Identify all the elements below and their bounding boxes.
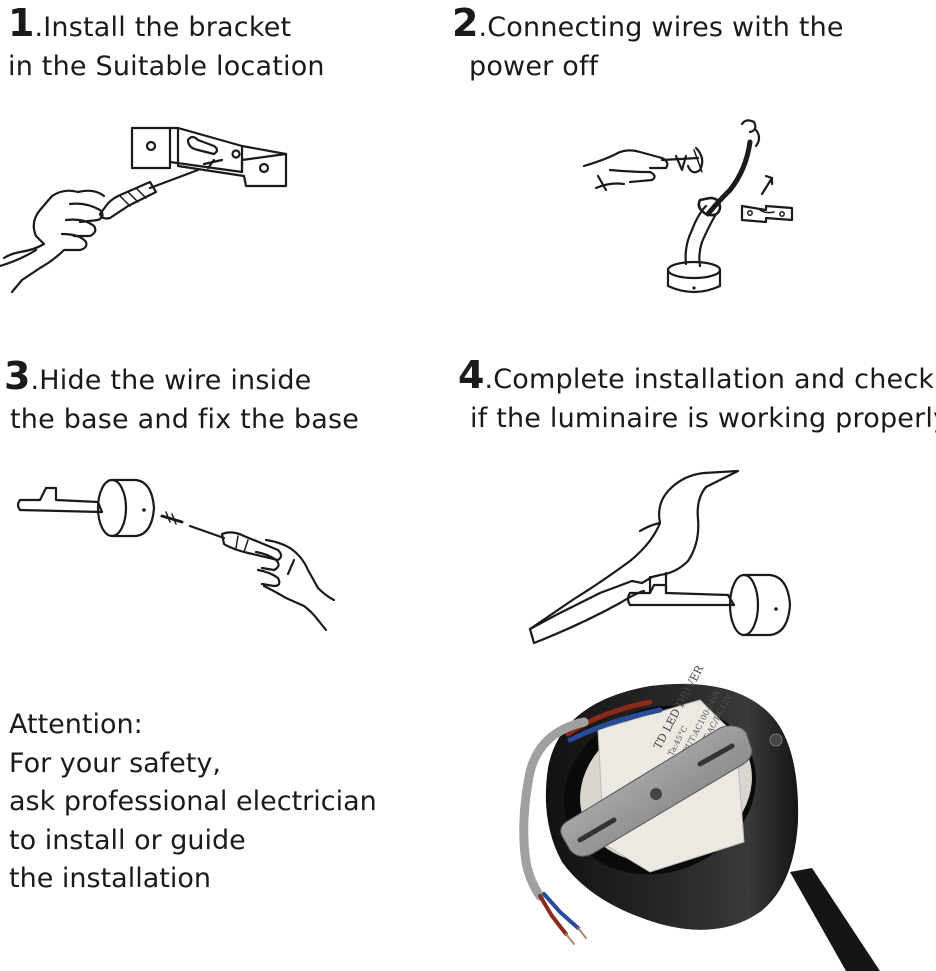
bird-lamp-illustration [520,465,820,650]
lamp-base-photo: TD LED DRIVER Ta:45°C INPUT:AC100-240V O… [500,663,936,971]
bracket-screwdriver-illustration [0,110,300,310]
step-number: 2 [452,1,479,45]
attention-line: Attention: [9,709,143,740]
base-fixing-icon [16,478,336,632]
base-fixing-illustration [12,470,342,640]
step-text: .Install the bracket [34,12,292,43]
attention-line: to install or guide [9,824,246,856]
bracket-screwdriver-icon [0,126,288,294]
attention-line: ask professional electrician [9,786,377,817]
step-1-instruction: 1.Install the bracket in the Suitable lo… [8,4,325,86]
lamp-base-icon: TD LED DRIVER Ta:45°C INPUT:AC100-240V O… [519,663,880,971]
step-text: .Complete installation and check [484,364,935,395]
step-text: .Connecting wires with the [478,12,844,43]
step-text: if the luminaire is working properly [470,403,936,434]
attention-line: the installation [9,863,211,894]
step-number: 1 [8,1,35,45]
step-2-instruction: 2.Connecting wires with the power off [452,4,844,86]
step-text: in the Suitable location [8,51,325,82]
step-4-instruction: 4.Complete installation and check if the… [458,356,936,438]
step-text: the base and fix the base [10,404,360,435]
step-number: 4 [458,353,485,397]
step-text: power off [469,51,599,82]
step-number: 3 [4,354,31,398]
step-3-instruction: 3.Hide the wire inside the base and fix … [4,357,359,439]
step-text: .Hide the wire inside [30,365,312,396]
attention-line: For your safety, [9,747,221,779]
wire-connection-icon [582,119,794,294]
attention-note: Attention: For your safety, ask professi… [9,706,377,899]
wire-connection-illustration [570,110,810,300]
bird-lamp-icon [528,469,792,645]
